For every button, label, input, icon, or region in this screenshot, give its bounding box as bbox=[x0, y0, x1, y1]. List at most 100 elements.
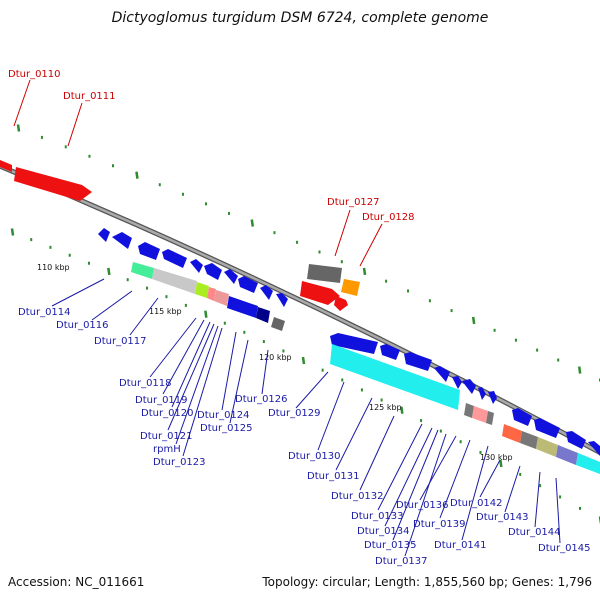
leader-line bbox=[91, 290, 133, 321]
gene-label-dtur0121[interactable]: Dtur_0121 bbox=[140, 431, 193, 442]
leader-line bbox=[334, 209, 351, 257]
gene-arrow-17[interactable] bbox=[478, 387, 486, 400]
gene-arrow-22[interactable] bbox=[588, 441, 600, 456]
gene-dtur0127-gray[interactable] bbox=[307, 264, 342, 283]
gene-dtur0144[interactable] bbox=[536, 437, 558, 457]
gene-dtur0116[interactable] bbox=[131, 262, 154, 279]
gene-arrow-9[interactable] bbox=[260, 285, 273, 300]
leader-line bbox=[419, 435, 457, 501]
gene-dtur0117[interactable] bbox=[152, 268, 197, 294]
gene-label-dtur0135[interactable]: Dtur_0135 bbox=[364, 540, 417, 551]
gene-label-dtur0110[interactable]: Dtur_0110 bbox=[8, 69, 61, 80]
gene-label-dtur0137[interactable]: Dtur_0137 bbox=[375, 556, 428, 567]
gene-label-dtur0125[interactable]: Dtur_0125 bbox=[200, 423, 253, 434]
gene-arrow-16[interactable] bbox=[462, 379, 476, 394]
gene-label-dtur0132[interactable]: Dtur_0132 bbox=[331, 491, 384, 502]
gene-arrow-1[interactable] bbox=[98, 228, 110, 242]
gene-arrow-7[interactable] bbox=[224, 269, 238, 284]
leader-line bbox=[67, 102, 83, 147]
gene-arrow-21[interactable] bbox=[566, 431, 586, 449]
gene-label-dtur0124[interactable]: Dtur_0124 bbox=[197, 410, 250, 421]
gene-dtur0136[interactable] bbox=[464, 403, 474, 418]
leader-line bbox=[534, 471, 541, 528]
gene-label-dtur0134[interactable]: Dtur_0134 bbox=[357, 526, 410, 537]
gene-label-dtur0142[interactable]: Dtur_0142 bbox=[450, 498, 503, 509]
gene-arrow-19[interactable] bbox=[512, 408, 532, 426]
gene-dtur0128-b[interactable] bbox=[334, 296, 348, 311]
gene-arrow-15[interactable] bbox=[452, 376, 462, 389]
gene-arrow-2[interactable] bbox=[112, 232, 132, 249]
tick-mark bbox=[10, 228, 15, 236]
gene-label-dtur0127[interactable]: Dtur_0127 bbox=[327, 197, 380, 208]
gene-label-dtur0145[interactable]: Dtur_0145 bbox=[538, 543, 591, 554]
gene-arrow-20[interactable] bbox=[534, 418, 560, 438]
gene-arrow-4[interactable] bbox=[162, 249, 187, 268]
gene-label-dtur0141[interactable]: Dtur_0141 bbox=[434, 540, 487, 551]
gene-labels: Dtur_0110 Dtur_0111 Dtur_0127 Dtur_0128 … bbox=[8, 69, 591, 567]
leader-line bbox=[261, 349, 269, 395]
gene-dtur0124[interactable] bbox=[227, 296, 258, 318]
gene-dtur0120[interactable] bbox=[214, 290, 229, 306]
gene-dtur0119[interactable] bbox=[207, 287, 216, 301]
gene-dtur0137[interactable] bbox=[472, 406, 488, 423]
gene-label-dtur0126[interactable]: Dtur_0126 bbox=[235, 394, 288, 405]
gene-label-dtur0128[interactable]: Dtur_0128 bbox=[362, 212, 415, 223]
gene-label-dtur0117[interactable]: Dtur_0117 bbox=[94, 336, 147, 347]
gene-arrow-10[interactable] bbox=[276, 293, 288, 307]
gene-arrow-6[interactable] bbox=[204, 263, 222, 280]
gene-dtur0118[interactable] bbox=[195, 282, 209, 298]
gene-label-dtur0143[interactable]: Dtur_0143 bbox=[476, 512, 529, 523]
leader-line bbox=[461, 445, 489, 541]
gene-dtur0145[interactable] bbox=[556, 445, 578, 465]
gene-dtur0127[interactable] bbox=[300, 281, 340, 305]
gene-dtur0128[interactable] bbox=[341, 279, 360, 296]
gene-arrow-5[interactable] bbox=[190, 259, 203, 273]
gene-cyan-end[interactable] bbox=[576, 453, 600, 474]
gene-arrow-18[interactable] bbox=[488, 391, 497, 404]
leader-line bbox=[335, 397, 373, 471]
gene-dtur0126[interactable] bbox=[271, 317, 285, 331]
gene-dtur0139[interactable] bbox=[486, 411, 494, 425]
tick-mark bbox=[577, 366, 582, 374]
gene-label-dtur0129[interactable]: Dtur_0129 bbox=[268, 408, 321, 419]
leader-line bbox=[359, 223, 383, 267]
gene-label-dtur0130[interactable]: Dtur_0130 bbox=[288, 451, 341, 462]
gene-arrow-13[interactable] bbox=[404, 352, 432, 371]
leader-line bbox=[377, 423, 423, 511]
accession-text: Accession: NC_011661 bbox=[8, 575, 144, 589]
tick-mark bbox=[362, 267, 367, 276]
gene-label-dtur0114[interactable]: Dtur_0114 bbox=[18, 307, 71, 318]
leader-line bbox=[384, 427, 433, 527]
gene-label-dtur0111[interactable]: Dtur_0111 bbox=[63, 91, 116, 102]
gene-label-dtur0136[interactable]: Dtur_0136 bbox=[396, 500, 449, 511]
leader-line bbox=[439, 439, 471, 519]
leader-line bbox=[13, 79, 31, 127]
gene-label-rpmh[interactable]: rpmH bbox=[153, 444, 181, 455]
gene-dtur0111[interactable] bbox=[14, 167, 92, 201]
gene-label-dtur0118[interactable]: Dtur_0118 bbox=[119, 378, 172, 389]
gene-label-dtur0131[interactable]: Dtur_0131 bbox=[307, 471, 360, 482]
gene-label-dtur0119[interactable]: Dtur_0119 bbox=[135, 395, 188, 406]
gene-dtur0142[interactable] bbox=[502, 424, 522, 443]
gene-label-dtur0123[interactable]: Dtur_0123 bbox=[153, 457, 206, 468]
leader-line bbox=[221, 331, 237, 411]
tick-mark bbox=[135, 171, 139, 179]
gene-dtur0110[interactable] bbox=[0, 158, 12, 172]
gene-label-dtur0133[interactable]: Dtur_0133 bbox=[351, 511, 404, 522]
gene-label-dtur0116[interactable]: Dtur_0116 bbox=[56, 320, 109, 331]
gene-dtur0143[interactable] bbox=[520, 431, 538, 449]
gene-arrow-12[interactable] bbox=[380, 344, 400, 360]
tick-mark bbox=[400, 406, 404, 414]
gene-arrow-11[interactable] bbox=[330, 333, 378, 354]
gene-dtur0125[interactable] bbox=[256, 307, 270, 323]
gene-arrow-8[interactable] bbox=[238, 276, 258, 293]
scale-labels: 110 kbp 115 kbp 120 kbp 125 kbp 130 kbp bbox=[37, 263, 513, 462]
gene-dtur0130[interactable] bbox=[330, 344, 460, 410]
gene-label-dtur0120[interactable]: Dtur_0120 bbox=[141, 408, 194, 419]
gene-label-dtur0139[interactable]: Dtur_0139 bbox=[413, 519, 466, 530]
gene-label-dtur0144[interactable]: Dtur_0144 bbox=[508, 527, 561, 538]
gene-arrow-3[interactable] bbox=[138, 242, 160, 260]
gene-arrow-14[interactable] bbox=[434, 366, 450, 382]
leader-line bbox=[182, 327, 223, 457]
leader-line bbox=[167, 323, 215, 431]
